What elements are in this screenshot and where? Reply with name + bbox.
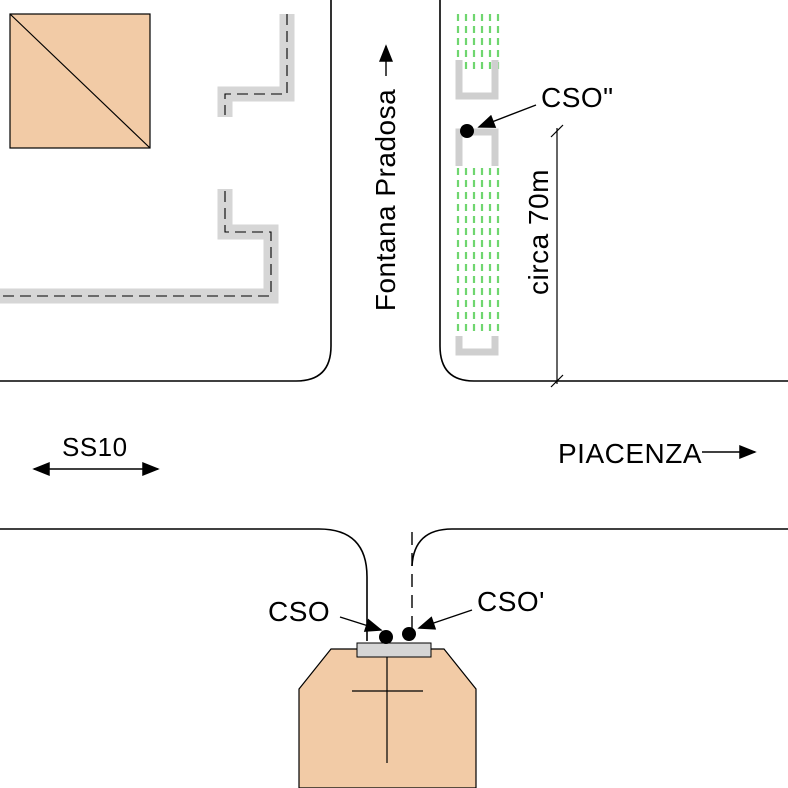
hedge-hatch-bottom — [456, 168, 500, 334]
road-edge-northwest — [0, 0, 332, 382]
church-building — [298, 642, 477, 788]
dimension-70m: circa 70m — [523, 124, 564, 388]
destination-east: PIACENZA — [558, 438, 757, 469]
wall-lower-centerline — [2, 191, 272, 297]
gate-symbol-middle — [455, 128, 499, 166]
church-entrance-step — [356, 642, 432, 658]
route-west: SS10 — [32, 432, 160, 476]
street-north: Fontana Pradosa — [370, 44, 401, 311]
cso-second-arrow — [477, 104, 537, 128]
ss10-label: SS10 — [62, 432, 128, 462]
survey-point-cso-second: CSO" — [460, 82, 614, 138]
boundary-walls — [0, 14, 295, 304]
wall-lower — [0, 189, 279, 304]
gate-symbol-lower — [455, 336, 499, 356]
cso-prime-arrow — [417, 609, 473, 630]
cso-prime-label: CSO' — [477, 586, 545, 617]
northwest-building — [9, 13, 151, 149]
street-name-label: Fontana Pradosa — [370, 89, 401, 311]
building-diagonal-line — [9, 13, 151, 149]
road-edge-northeast — [439, 0, 788, 382]
cso-label: CSO — [268, 596, 330, 627]
road-edge-southwest — [0, 528, 368, 641]
road-edge-southeast — [411, 528, 788, 567]
road-edges — [0, 0, 788, 641]
dimension-tick-bottom — [550, 374, 564, 388]
cso-second-point — [460, 124, 474, 138]
cso-second-label: CSO" — [541, 82, 614, 113]
piacenza-label: PIACENZA — [558, 438, 702, 469]
dimension-tick-top — [550, 124, 564, 138]
roadside-strip — [455, 14, 500, 356]
gate-symbol-upper — [455, 60, 499, 100]
survey-point-cso: CSO — [268, 596, 393, 644]
wall-upper — [217, 14, 295, 117]
survey-point-cso-prime: CSO' — [402, 586, 545, 641]
cso-prime-point — [402, 627, 416, 641]
wall-upper-centerline — [224, 14, 288, 115]
cso-point — [379, 630, 393, 644]
cso-arrow — [339, 616, 383, 632]
dimension-label: circa 70m — [523, 169, 554, 295]
